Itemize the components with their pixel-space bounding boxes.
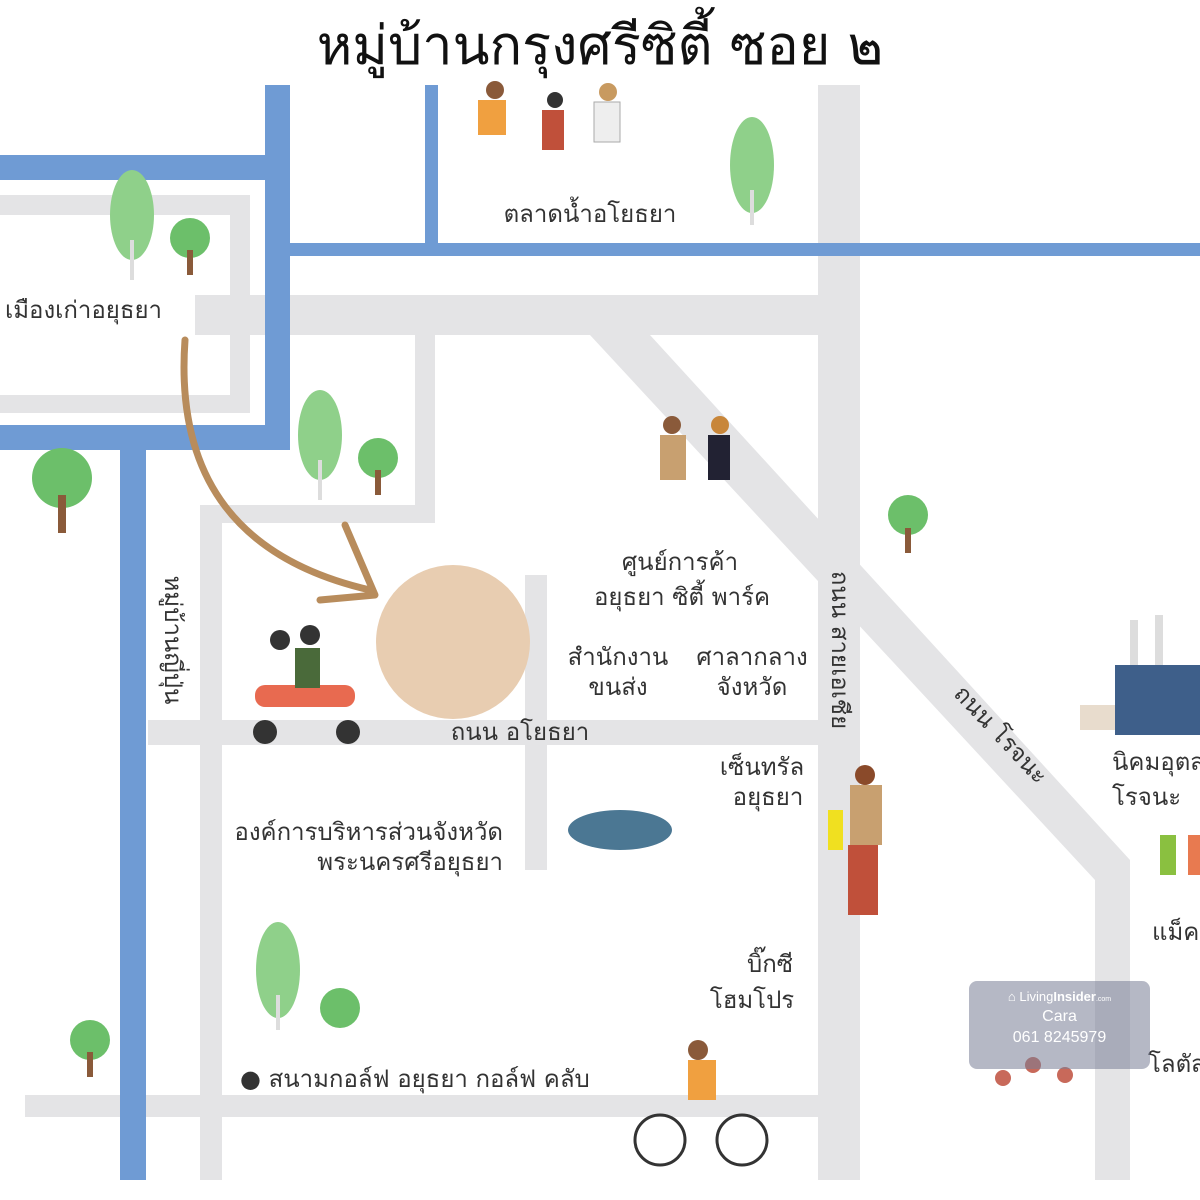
blurred-spot: [568, 810, 672, 850]
agent-phone: 061 8245979: [1012, 1029, 1107, 1046]
upper-road: [195, 295, 818, 335]
label-japanese-village: หมู่บ้านญี่ปุ่น: [158, 576, 190, 705]
label-bigc-1: บิ๊กซี: [747, 946, 793, 978]
label-asia-road: ถนน สายเอเชีย: [826, 571, 854, 729]
bottom-road: [25, 1095, 818, 1117]
page-title: หมู่บ้านกรุงศรีซิตี้ ซอย ๒: [316, 14, 884, 77]
label-central-1: เซ็นทรัล: [720, 752, 804, 781]
cyclist-icon: [633, 1040, 769, 1167]
label-central-2: อยุธยา: [733, 783, 804, 812]
brand-suffix: .com: [1095, 996, 1112, 1003]
brand-light: Living: [1019, 989, 1054, 1004]
tree-icon: [70, 1020, 110, 1077]
factory-icon: [1080, 615, 1200, 735]
direction-arrow: [180, 336, 374, 594]
woman-walking-icon: [828, 765, 882, 915]
label-mall-2: อยุธยา ซิตี้ พาร์ค: [594, 579, 770, 612]
tree-icon: [320, 988, 360, 1028]
location-marker[interactable]: [376, 565, 530, 719]
rojana-road: [590, 335, 1130, 1180]
tree-icon: [358, 438, 398, 495]
canals: [0, 85, 1200, 1180]
label-lotus: โลตัส: [1148, 1050, 1200, 1078]
label-pao-1: องค์การบริหารส่วนจังหวัด: [234, 818, 503, 846]
tree-icon: [170, 218, 210, 275]
label-transport-1: สำนักงาน: [568, 643, 669, 671]
walking-couple-icon: [660, 416, 730, 480]
old-city-road-right: [230, 195, 250, 410]
scooter-icon: [253, 625, 360, 744]
connector-road: [415, 335, 435, 523]
tree-icon: [256, 922, 300, 1030]
tree-icon: [110, 170, 154, 280]
arrow-head-icon: [316, 521, 379, 604]
tree-icon: [32, 448, 92, 533]
tree-icon: [298, 390, 342, 500]
tree-icon: [730, 117, 774, 225]
brand-bold: Insider: [1053, 989, 1096, 1004]
house-logo-icon: ⌂: [1007, 989, 1016, 1004]
tree-icons: [32, 117, 928, 1077]
tree-icon: [888, 495, 928, 553]
label-industrial-1: นิคมอุตส: [1112, 748, 1200, 777]
label-bigc-2: โฮมโปร: [710, 986, 794, 1014]
shoppers-icon: [478, 81, 621, 150]
left-road: [200, 505, 222, 1180]
label-mall-1: ศูนย์การค้า: [622, 548, 738, 577]
label-ayothaya-road: ถนน อโยธยา: [451, 718, 590, 746]
old-city-road-bottom: [0, 395, 250, 413]
label-transport-2: ขนส่ง: [588, 673, 647, 701]
label-pao-2: พระนครศรีอยุธยา: [317, 848, 503, 877]
agent-name: Cara: [1042, 1008, 1077, 1025]
side-road: [525, 575, 547, 870]
label-city-hall-1: ศาลากลาง: [696, 643, 807, 671]
watermark: ⌂ LivingInsider.com Cara 061 8245979: [969, 981, 1150, 1069]
label-floating-market: ตลาดน้ำอโยธยา: [504, 196, 677, 228]
label-golf: ● สนามกอล์ฟ อยุธยา กอล์ฟ คลับ: [240, 1065, 590, 1094]
short-road: [200, 505, 430, 523]
label-old-city: เมืองเก่าอยุธยา: [5, 296, 162, 325]
label-city-hall-2: จังหวัด: [717, 673, 788, 701]
label-industrial-2: โรจนะ: [1112, 783, 1181, 811]
asia-road: [818, 85, 860, 1180]
watermark-brand: ⌂ LivingInsider.com: [969, 989, 1150, 1004]
couple-icon: [1160, 835, 1200, 875]
label-makro: แม็ค: [1152, 917, 1199, 946]
